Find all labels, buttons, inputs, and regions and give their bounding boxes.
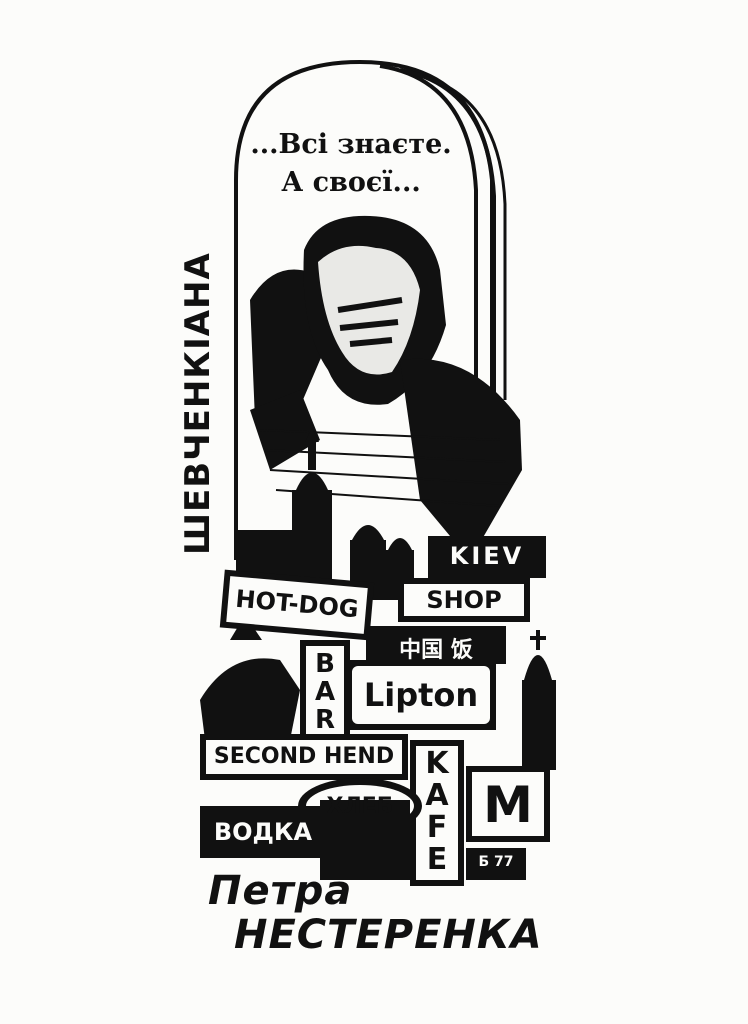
portrait-illustration bbox=[250, 215, 522, 560]
motto-line-2: А своєї... bbox=[281, 167, 421, 198]
second-hand-sign: SECOND HEND bbox=[213, 744, 395, 769]
sign-panels bbox=[200, 536, 550, 886]
bar-sign: BAR bbox=[314, 649, 336, 735]
motto-line-1: ...Всі знаєте. bbox=[250, 129, 452, 160]
artist-signature: Б 77 bbox=[478, 854, 514, 870]
horse-rider-silhouette bbox=[200, 615, 300, 740]
kiev-sign: KIEV bbox=[449, 542, 525, 570]
owner-first-name: Петра bbox=[208, 868, 353, 914]
kafe-sign: KAFE bbox=[425, 746, 449, 877]
script-sign: 中国 饭 bbox=[399, 638, 473, 663]
khleb-sign: ХЛЕБ bbox=[326, 794, 394, 819]
shop-sign: SHOP bbox=[426, 586, 502, 614]
lipton-sign: Lipton bbox=[363, 676, 479, 714]
vertical-title: ШЕВЧЕНКІАНА bbox=[178, 252, 218, 555]
owner-surname: НЕСТЕРЕНКА bbox=[234, 912, 543, 958]
vodka-sign: ВОДКА bbox=[213, 818, 313, 846]
arch-frame bbox=[234, 59, 507, 560]
metro-sign: M bbox=[483, 776, 533, 834]
